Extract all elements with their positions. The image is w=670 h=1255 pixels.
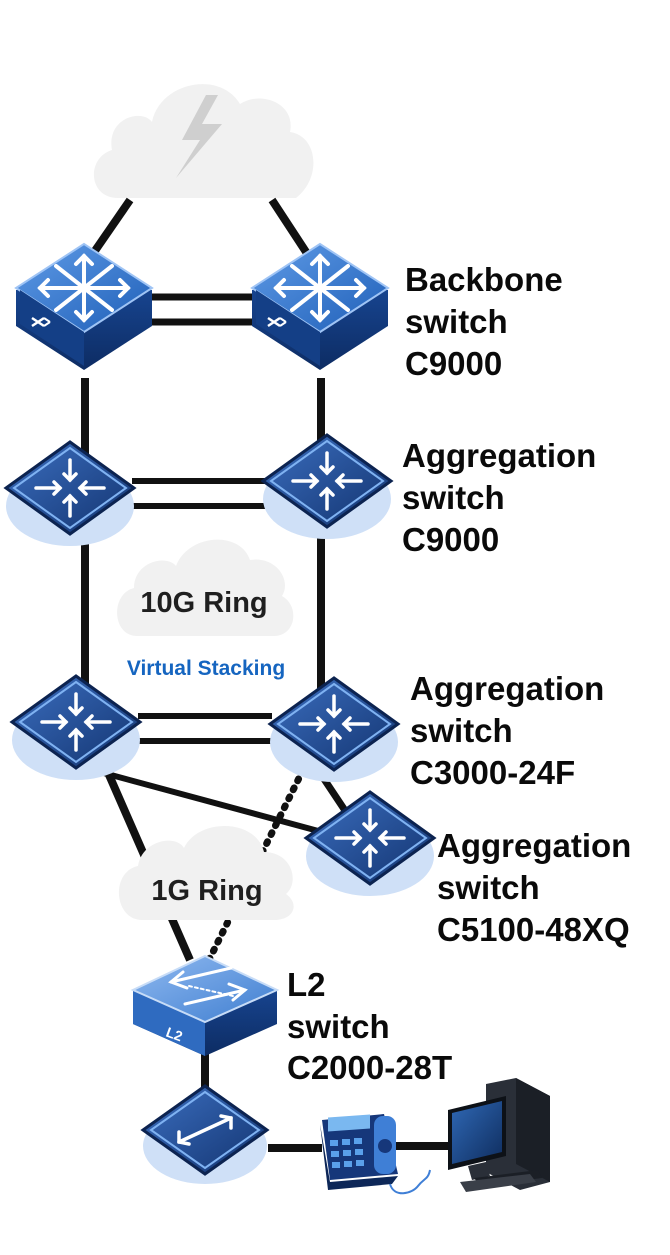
label-agg2: Aggregation switch C3000-24F [410, 670, 604, 791]
agg-switch-c9000-right [260, 433, 394, 539]
backbone-switch-left [14, 242, 154, 370]
lightning-icon [176, 95, 222, 178]
l2-badge-text: L2 [164, 1024, 185, 1045]
aggregation-switch-icon [260, 433, 394, 539]
label-agg2-line1: Aggregation [410, 670, 604, 707]
l2-switch-icon: L2 [130, 954, 280, 1056]
label-agg1-line3: C9000 [402, 521, 499, 558]
label-agg1-line1: Aggregation [402, 437, 596, 474]
label-l2: L2 switch C2000-28T [287, 966, 452, 1086]
label-agg2-line3: C3000-24F [410, 754, 575, 791]
aggregation-switch-icon [303, 790, 437, 896]
label-agg1: Aggregation switch C9000 [402, 437, 596, 558]
ten-g-ring-label: 10G Ring [140, 587, 267, 619]
internet-cloud [93, 84, 314, 198]
link-cloud-backbone-left [86, 197, 134, 261]
backbone-switch-right [250, 242, 390, 370]
ip-phone [320, 1114, 431, 1195]
agg-switch-c3000-left [9, 674, 143, 780]
virtual-stacking-label: Virtual Stacking [127, 657, 285, 680]
agg-switch-c9000-left [3, 440, 137, 546]
label-agg2-line2: switch [410, 712, 513, 749]
label-agg3: Aggregation switch C5100-48XQ [437, 827, 631, 948]
label-l2-line3: C2000-28T [287, 1049, 452, 1086]
aggregation-switch-icon [3, 440, 137, 546]
label-l2-line2: switch [287, 1008, 390, 1045]
ip-phone-icon [320, 1114, 431, 1195]
label-backbone-line1: Backbone [405, 261, 563, 298]
l2-switch-c2000: L2 [130, 954, 280, 1056]
label-agg1-line2: switch [402, 479, 505, 516]
aggregation-switch-icon [267, 676, 401, 782]
backbone-switch-icon [14, 242, 154, 370]
label-backbone-line2: switch [405, 303, 508, 340]
agg-switch-c5100 [303, 790, 437, 896]
label-agg3-line3: C5100-48XQ [437, 911, 630, 948]
link-cloud-backbone-right [268, 197, 314, 261]
label-backbone-line3: C9000 [405, 345, 502, 382]
label-l2-line1: L2 [287, 966, 326, 1003]
aggregation-switch-icon [9, 674, 143, 780]
backbone-switch-icon [250, 242, 390, 370]
ten-g-ring-cloud: 10G Ring [117, 539, 294, 636]
agg-switch-c3000-right [267, 676, 401, 782]
label-agg3-line2: switch [437, 869, 540, 906]
access-switch [140, 1084, 270, 1184]
one-g-ring-cloud: 1G Ring [118, 825, 294, 920]
desktop-computer [448, 1078, 550, 1192]
access-switch-icon [140, 1084, 270, 1184]
desktop-computer-icon [448, 1078, 550, 1192]
link-agg2left-to-agg3 [99, 769, 323, 835]
one-g-ring-label: 1G Ring [151, 875, 262, 907]
label-backbone: Backbone switch C9000 [405, 261, 563, 382]
label-agg3-line1: Aggregation [437, 827, 631, 864]
